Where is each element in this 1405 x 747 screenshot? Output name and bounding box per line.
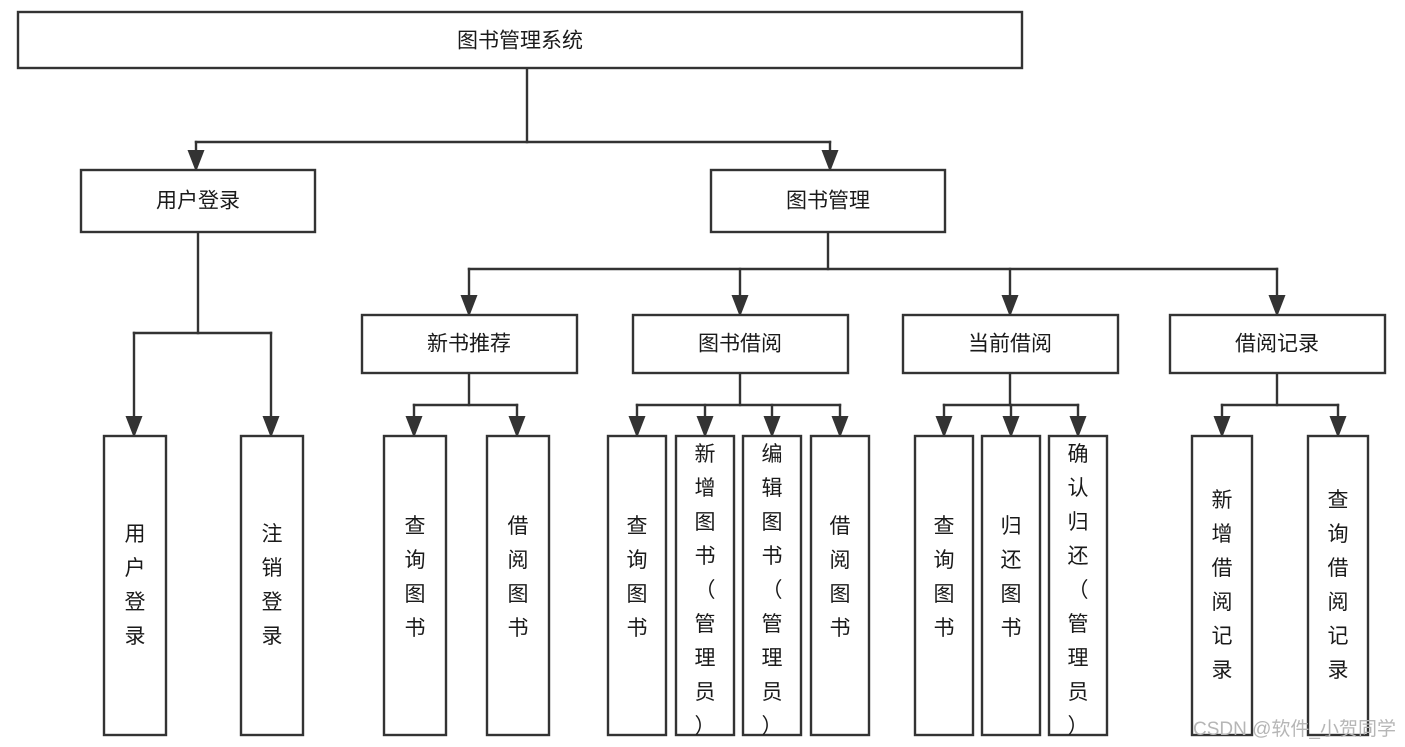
leaf-borrow-record-query[interactable]: 查询借阅记录	[1306, 434, 1370, 737]
arrow-icon-to-book-manage	[821, 150, 839, 172]
leaf-book-borrow-edit-box[interactable]	[741, 434, 803, 737]
node-new-book-recommend[interactable]: 新书推荐	[360, 313, 579, 375]
leaf-borrow-record-add[interactable]: 新增借阅记录	[1190, 434, 1254, 737]
csdn-watermark: CSDN @软件_小贺同学	[1193, 718, 1396, 740]
leaf-user-login-logout-label: 注销登录	[262, 523, 283, 648]
leaf-book-borrow-add[interactable]: 新增图书（管理员）	[674, 434, 736, 738]
node-new-book-recommend-box[interactable]	[360, 313, 579, 375]
arrow-icon-book-borrow-leaf-4	[831, 416, 849, 438]
leaf-new-book-borrow-label: 借阅图书	[508, 515, 529, 640]
node-user-login-label: 用户登录	[156, 190, 240, 213]
arrow-icon-current-borrow-leaf-3	[1069, 416, 1087, 438]
arrow-icon-user-login-leaf-2	[262, 416, 280, 438]
leaf-user-login-login[interactable]: 用户登录	[102, 434, 168, 737]
leaf-book-borrow-add-label: 新增图书（管理员）	[695, 443, 716, 738]
leaf-current-borrow-confirm[interactable]: 确认归还（管理员）	[1047, 434, 1109, 738]
leaf-book-borrow-edit-label: 编辑图书（管理员）	[762, 443, 783, 738]
node-book-borrow-box[interactable]	[631, 313, 850, 375]
arrow-icon-current-borrow-leaf-2	[1002, 416, 1020, 438]
arrow-icon-new-book-rec-leaf-1	[405, 416, 423, 438]
leaf-new-book-query[interactable]: 查询图书	[382, 434, 448, 737]
leaf-new-book-query-label: 查询图书	[405, 515, 426, 640]
arrow-icon-to-user-login	[187, 150, 205, 172]
leaf-current-borrow-confirm-label: 确认归还（管理员）	[1068, 443, 1089, 738]
leaf-book-borrow-query[interactable]: 查询图书	[606, 434, 668, 737]
arrow-icon-book-borrow-leaf-2	[696, 416, 714, 438]
node-current-borrow[interactable]: 当前借阅	[901, 313, 1120, 375]
leaf-user-login-login-label: 用户登录	[125, 523, 146, 648]
node-root-system[interactable]: 图书管理系统	[16, 10, 1024, 70]
leaf-user-login-login-box[interactable]	[102, 434, 168, 737]
node-user-login-box[interactable]	[79, 168, 317, 234]
leaf-new-book-query-box[interactable]	[382, 434, 448, 737]
leaf-book-borrow-borrow-box[interactable]	[809, 434, 871, 737]
arrow-icon-new-book-rec-leaf-2	[508, 416, 526, 438]
arrow-icon-borrow-record-leaf-2	[1329, 416, 1347, 438]
node-root-system-label: 图书管理系统	[457, 30, 583, 53]
node-borrow-record-box[interactable]	[1168, 313, 1387, 375]
node-book-manage-box[interactable]	[709, 168, 947, 234]
leaf-current-borrow-query[interactable]: 查询图书	[913, 434, 975, 737]
node-current-borrow-label: 当前借阅	[968, 333, 1052, 356]
arrow-icon-to-borrow-record	[1268, 295, 1286, 317]
node-book-manage[interactable]: 图书管理	[709, 168, 947, 234]
leaf-user-login-logout[interactable]: 注销登录	[239, 434, 305, 737]
leaf-borrow-record-add-label: 新增借阅记录	[1212, 489, 1233, 682]
leaf-current-borrow-return[interactable]: 归还图书	[980, 434, 1042, 737]
leaf-book-borrow-edit[interactable]: 编辑图书（管理员）	[741, 434, 803, 738]
arrow-icon-borrow-record-leaf-1	[1213, 416, 1231, 438]
leaf-current-borrow-return-box[interactable]	[980, 434, 1042, 737]
leaf-current-borrow-query-label: 查询图书	[934, 515, 955, 640]
node-new-book-recommend-label: 新书推荐	[427, 333, 511, 356]
leaf-book-borrow-query-label: 查询图书	[627, 515, 648, 640]
leaf-user-login-logout-box[interactable]	[239, 434, 305, 737]
connector-layer	[125, 66, 1347, 438]
node-borrow-record[interactable]: 借阅记录	[1168, 313, 1387, 375]
node-root-system-box[interactable]	[16, 10, 1024, 70]
leaf-borrow-record-query-box[interactable]	[1306, 434, 1370, 737]
arrow-icon-to-book-borrow	[731, 295, 749, 317]
leaf-borrow-record-query-label: 查询借阅记录	[1328, 489, 1349, 682]
arrow-icon-current-borrow-leaf-1	[935, 416, 953, 438]
node-book-borrow-label: 图书借阅	[698, 333, 782, 356]
node-user-login[interactable]: 用户登录	[79, 168, 317, 234]
leaf-current-borrow-query-box[interactable]	[913, 434, 975, 737]
node-book-borrow[interactable]: 图书借阅	[631, 313, 850, 375]
leaf-book-borrow-add-box[interactable]	[674, 434, 736, 737]
arrow-icon-book-borrow-leaf-3	[763, 416, 781, 438]
arrow-icon-user-login-leaf-1	[125, 416, 143, 438]
leaf-new-book-borrow-box[interactable]	[485, 434, 551, 737]
node-current-borrow-box[interactable]	[901, 313, 1120, 375]
leaf-book-borrow-query-box[interactable]	[606, 434, 668, 737]
arrow-icon-to-current-borrow	[1001, 295, 1019, 317]
leaf-new-book-borrow[interactable]: 借阅图书	[485, 434, 551, 737]
leaf-current-borrow-return-label: 归还图书	[1001, 515, 1022, 640]
leaf-current-borrow-confirm-box[interactable]	[1047, 434, 1109, 737]
arrow-icon-book-borrow-leaf-1	[628, 416, 646, 438]
node-book-manage-label: 图书管理	[786, 190, 870, 213]
leaf-borrow-record-add-box[interactable]	[1190, 434, 1254, 737]
leaf-book-borrow-borrow-label: 借阅图书	[830, 515, 851, 640]
leaf-book-borrow-borrow[interactable]: 借阅图书	[809, 434, 871, 737]
node-borrow-record-label: 借阅记录	[1235, 333, 1319, 356]
arrow-icon-to-new-book-rec	[460, 295, 478, 317]
